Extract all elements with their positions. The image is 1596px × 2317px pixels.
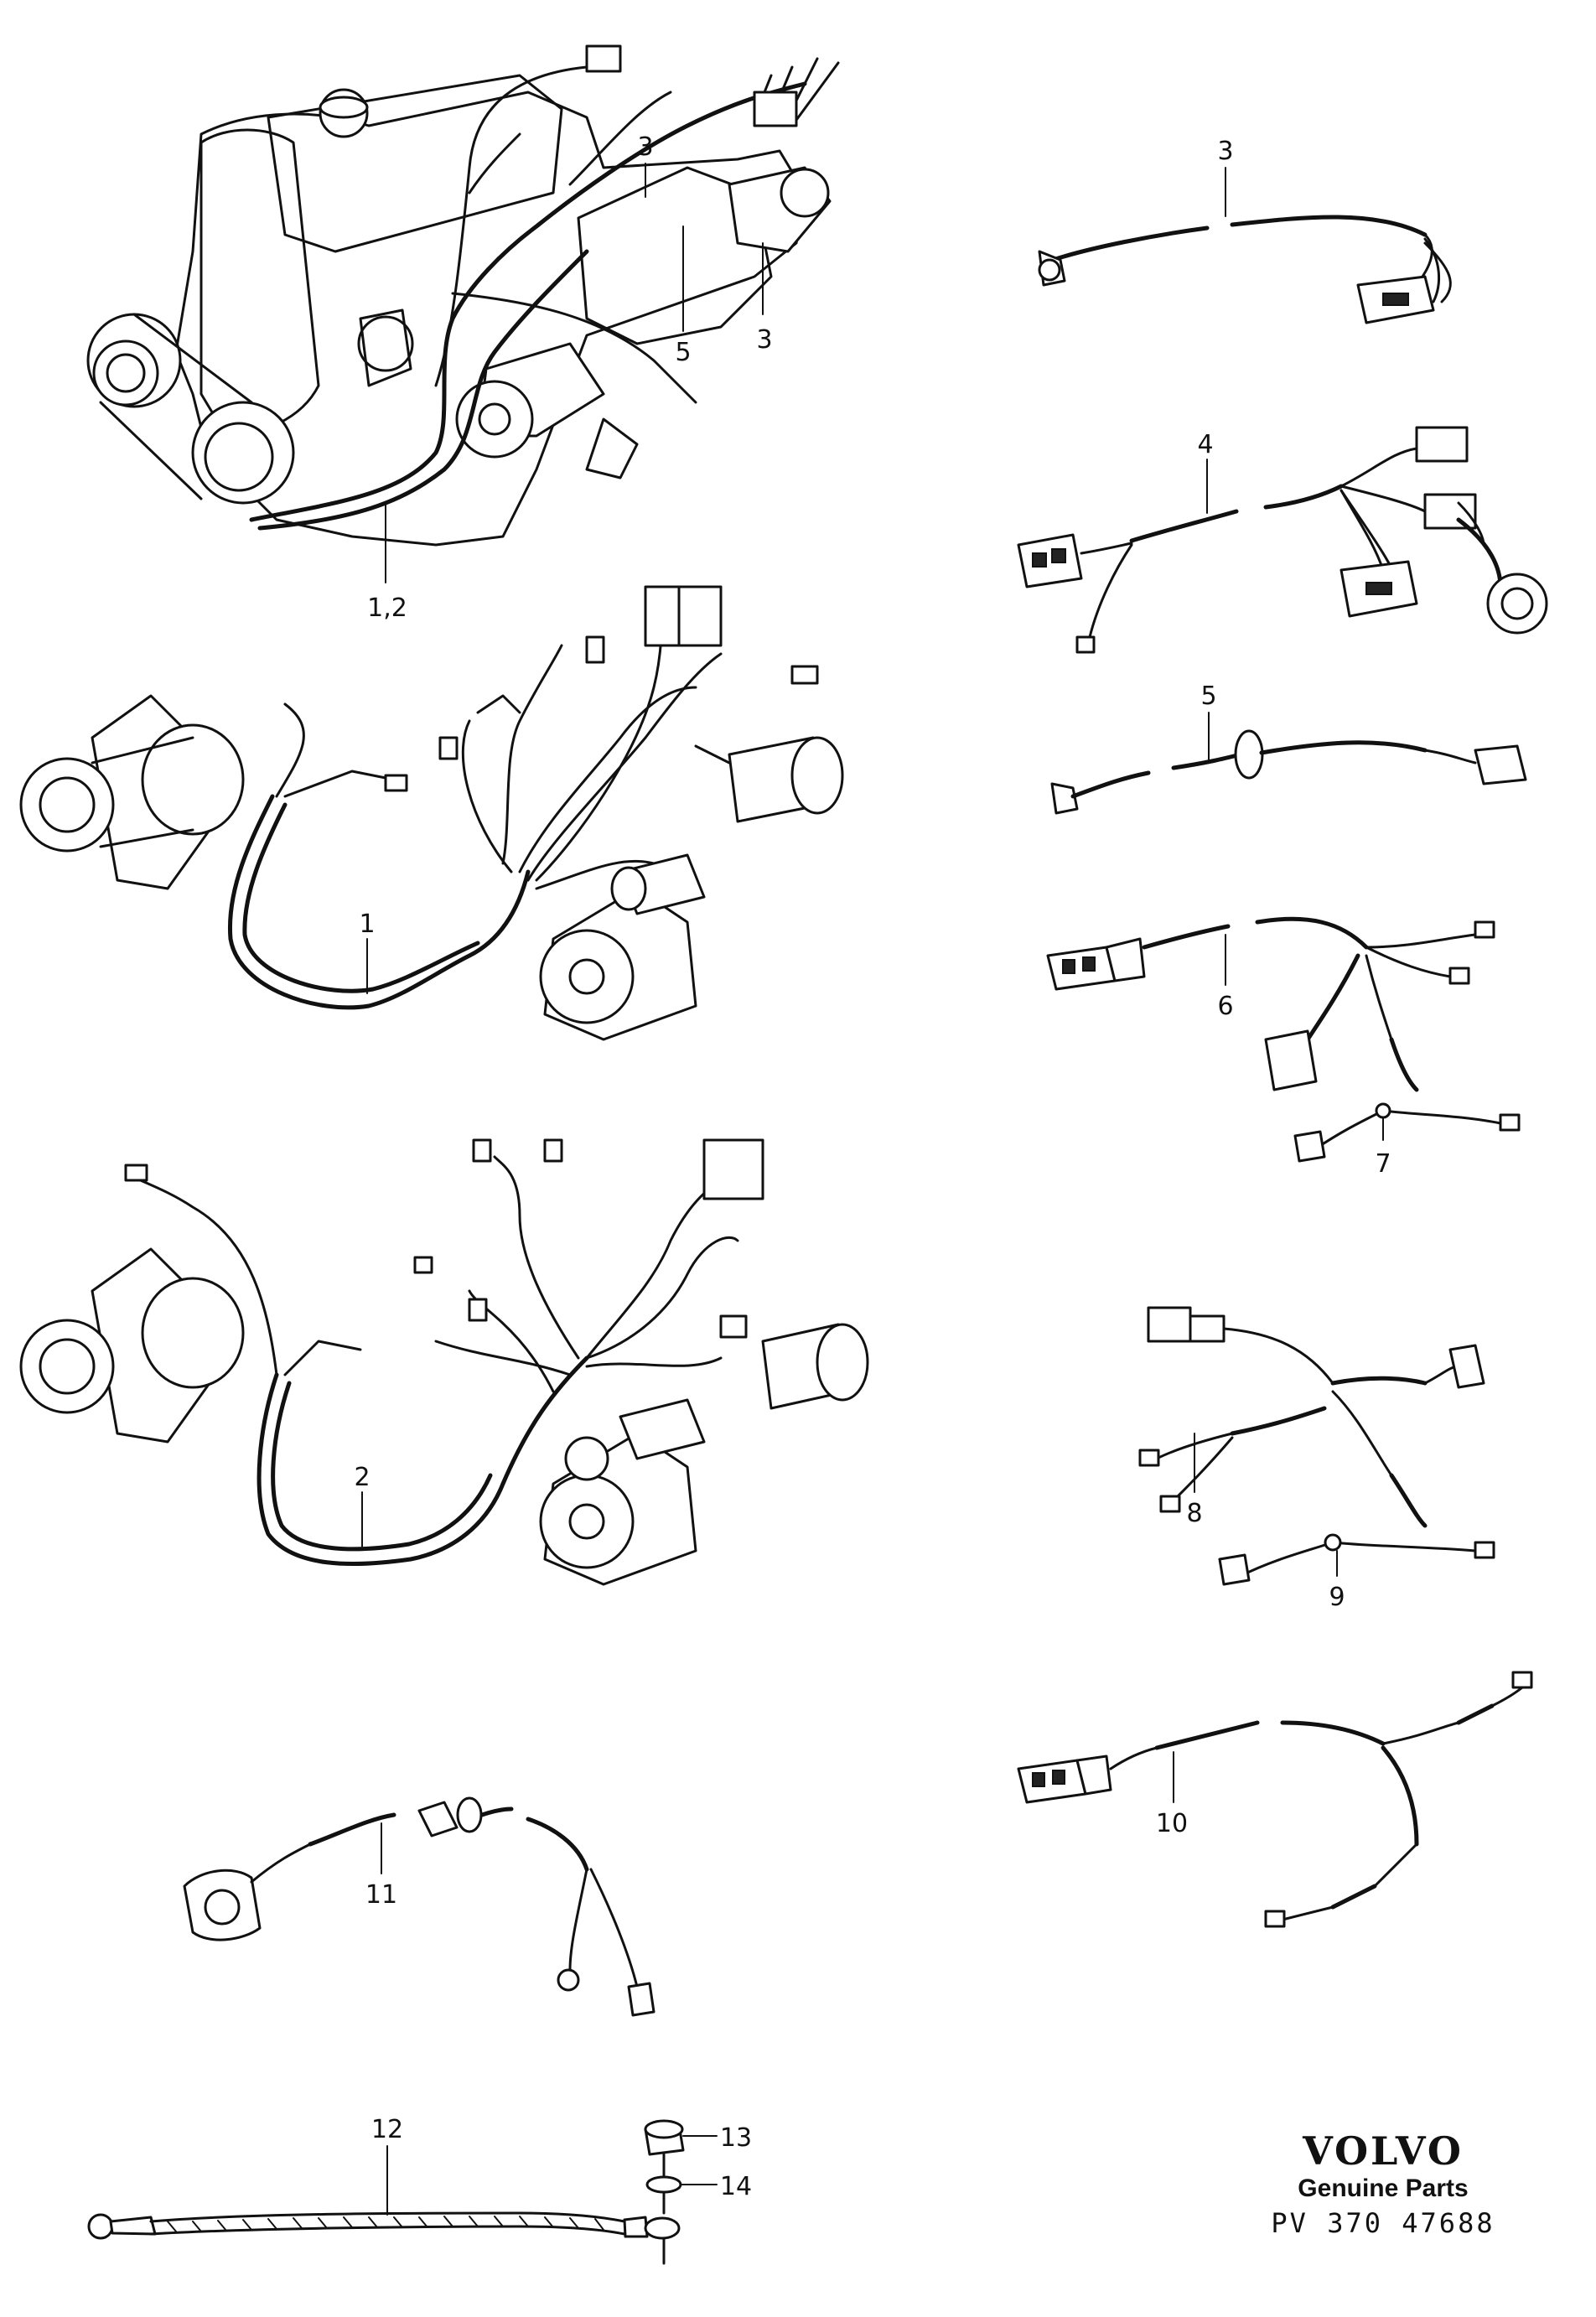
callout-1: 1 xyxy=(359,910,375,939)
callout-6: 6 xyxy=(1217,992,1233,1021)
callout-14: 14 xyxy=(720,2172,752,2201)
harness-4 xyxy=(1017,426,1548,654)
callout-1-2: 1,2 xyxy=(367,594,407,623)
volvo-logo: VOLVO xyxy=(1303,2128,1464,2174)
callouts-h1: 1 xyxy=(359,910,376,994)
callout-9: 9 xyxy=(1329,1583,1345,1612)
brand-block: VOLVO Genuine Parts PV 370 47688 xyxy=(1257,2129,1509,2242)
harness-2 xyxy=(19,1138,869,1586)
callout-13: 13 xyxy=(720,2123,752,2153)
callout-engine-5: 5 xyxy=(675,338,691,367)
callout-3: 3 xyxy=(1217,137,1233,166)
harness-3 xyxy=(1038,215,1452,324)
callout-10: 10 xyxy=(1156,1809,1188,1838)
brand-subtitle: Genuine Parts xyxy=(1298,2174,1469,2202)
callouts-h3: 3 xyxy=(1217,137,1234,217)
harness-11 xyxy=(183,1796,656,2017)
callout-2: 2 xyxy=(354,1463,370,1492)
callouts-h11: 11 xyxy=(365,1822,397,1910)
callouts-engine: 1,2 3 5 3 xyxy=(367,132,772,623)
callouts-h8-h9: 8 9 xyxy=(1186,1433,1345,1612)
callout-engine-3b: 3 xyxy=(756,325,772,355)
callout-11: 11 xyxy=(365,1880,397,1910)
callout-12: 12 xyxy=(371,2115,403,2144)
harness-10 xyxy=(1017,1671,1533,1928)
callout-engine-3a: 3 xyxy=(637,132,653,162)
harness-1 xyxy=(19,585,844,1041)
engine-assembly xyxy=(86,44,840,547)
harness-5 xyxy=(1050,729,1527,815)
callouts-h6-h7: 6 7 xyxy=(1217,934,1391,1179)
harness-8-9 xyxy=(1138,1306,1495,1586)
callout-4: 4 xyxy=(1197,430,1213,459)
callout-5: 5 xyxy=(1200,682,1216,711)
callout-7: 7 xyxy=(1375,1149,1391,1179)
diagram-code: PV 370 47688 xyxy=(1271,2207,1495,2239)
harness-6-7 xyxy=(1046,916,1521,1163)
callout-8: 8 xyxy=(1186,1499,1202,1528)
callouts-h10: 10 xyxy=(1156,1751,1188,1838)
callouts-h5: 5 xyxy=(1200,682,1217,764)
callouts-h12-h14: 12 13 14 xyxy=(371,2115,752,2216)
ground-strap-assembly xyxy=(87,2119,685,2265)
callouts-h4: 4 xyxy=(1197,430,1214,514)
callouts-h2: 2 xyxy=(354,1463,370,1547)
